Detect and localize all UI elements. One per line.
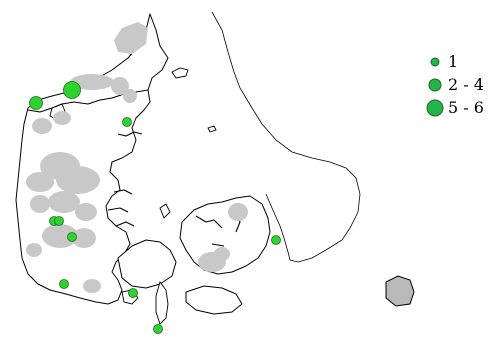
- observation-point-small: [54, 216, 64, 226]
- sweden-coastline: [211, 11, 361, 263]
- observation-point-small: [59, 279, 69, 289]
- observation-point-medium: [29, 96, 43, 110]
- lolland-falster-landmass: [185, 285, 243, 315]
- legend-label-small: 1: [448, 52, 459, 71]
- laesoe-island: [171, 67, 189, 79]
- observation-point-small: [271, 235, 281, 245]
- map-legend: 1 2 - 4 5 - 6: [424, 50, 496, 119]
- anholt-island: [207, 125, 217, 133]
- legend-item-3: 5 - 6: [424, 96, 496, 119]
- zealand-landmass: [179, 195, 271, 275]
- samsoe-island: [159, 203, 171, 219]
- legend-small-circle-icon: [430, 57, 440, 66]
- legend-item-2: 2 - 4: [424, 73, 496, 96]
- observation-point-small: [128, 288, 138, 298]
- legend-label-medium: 2 - 4: [448, 75, 484, 94]
- distribution-area: [26, 22, 248, 293]
- east-jutland-fjords: [107, 189, 135, 227]
- observation-point-large: [63, 81, 81, 99]
- bornholm-island: [385, 275, 415, 307]
- observation-layer: [29, 81, 281, 334]
- langeland-island: [155, 281, 169, 325]
- legend-item-1: 1: [424, 50, 496, 73]
- observation-point-small: [67, 232, 77, 242]
- observation-point-small: [153, 324, 163, 334]
- legend-medium-circle-icon: [428, 78, 442, 91]
- mariager-fjord-coast: [117, 131, 143, 137]
- legend-label-large: 5 - 6: [448, 98, 484, 117]
- observation-point-small: [122, 117, 132, 127]
- funen-landmass: [117, 239, 177, 289]
- legend-large-circle-icon: [426, 99, 444, 116]
